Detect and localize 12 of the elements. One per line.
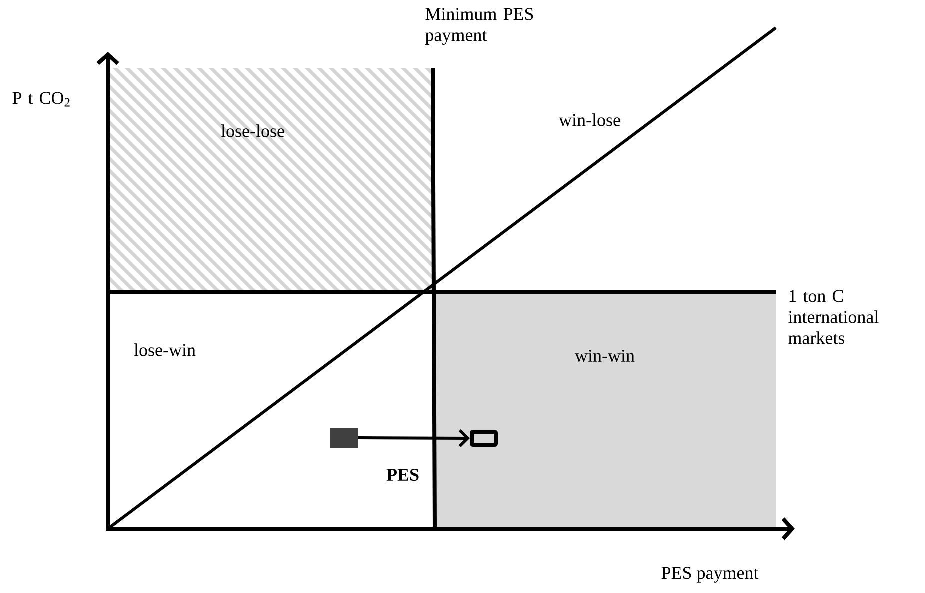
axis-title: PES payment <box>662 567 759 583</box>
bold-label: PES <box>386 468 419 482</box>
region-label: win-lose <box>559 114 620 126</box>
axis-title: Minimum PES payment <box>426 8 534 45</box>
filled-square <box>330 428 358 448</box>
region-label: lose-lose <box>221 124 284 138</box>
line-label: 1 ton C international markets <box>788 290 879 344</box>
region-label: win-win <box>575 350 635 362</box>
arrow <box>358 429 470 448</box>
region-label: lose-win <box>134 344 196 356</box>
empty-square <box>470 430 498 447</box>
axis-title: P t CO$_{2}$ <box>12 92 70 107</box>
